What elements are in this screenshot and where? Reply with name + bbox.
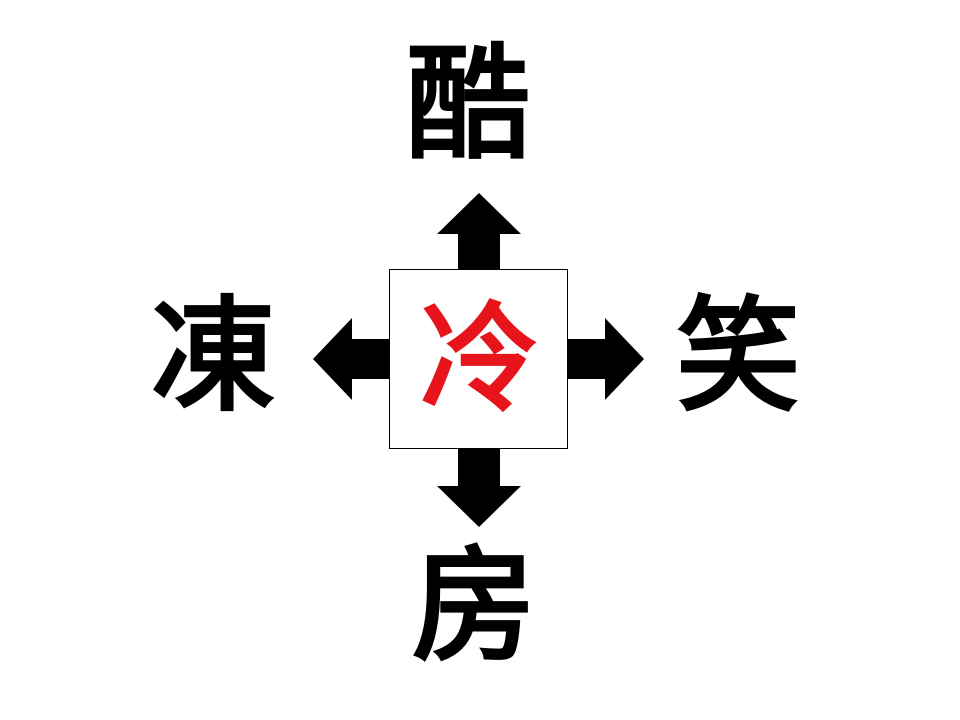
kanji-right: 笑	[675, 285, 800, 429]
arrow-left-icon	[313, 318, 389, 400]
kanji-left: 凍	[150, 285, 275, 429]
kanji-top: 酷	[405, 33, 530, 177]
arrow-right-icon	[568, 318, 644, 400]
arrow-up-icon	[437, 193, 521, 269]
arrow-down-icon	[437, 449, 521, 527]
center-answer-box[interactable]: 冷	[389, 269, 568, 449]
kanji-bottom: 房	[411, 535, 536, 679]
center-kanji: 冷	[420, 290, 539, 428]
